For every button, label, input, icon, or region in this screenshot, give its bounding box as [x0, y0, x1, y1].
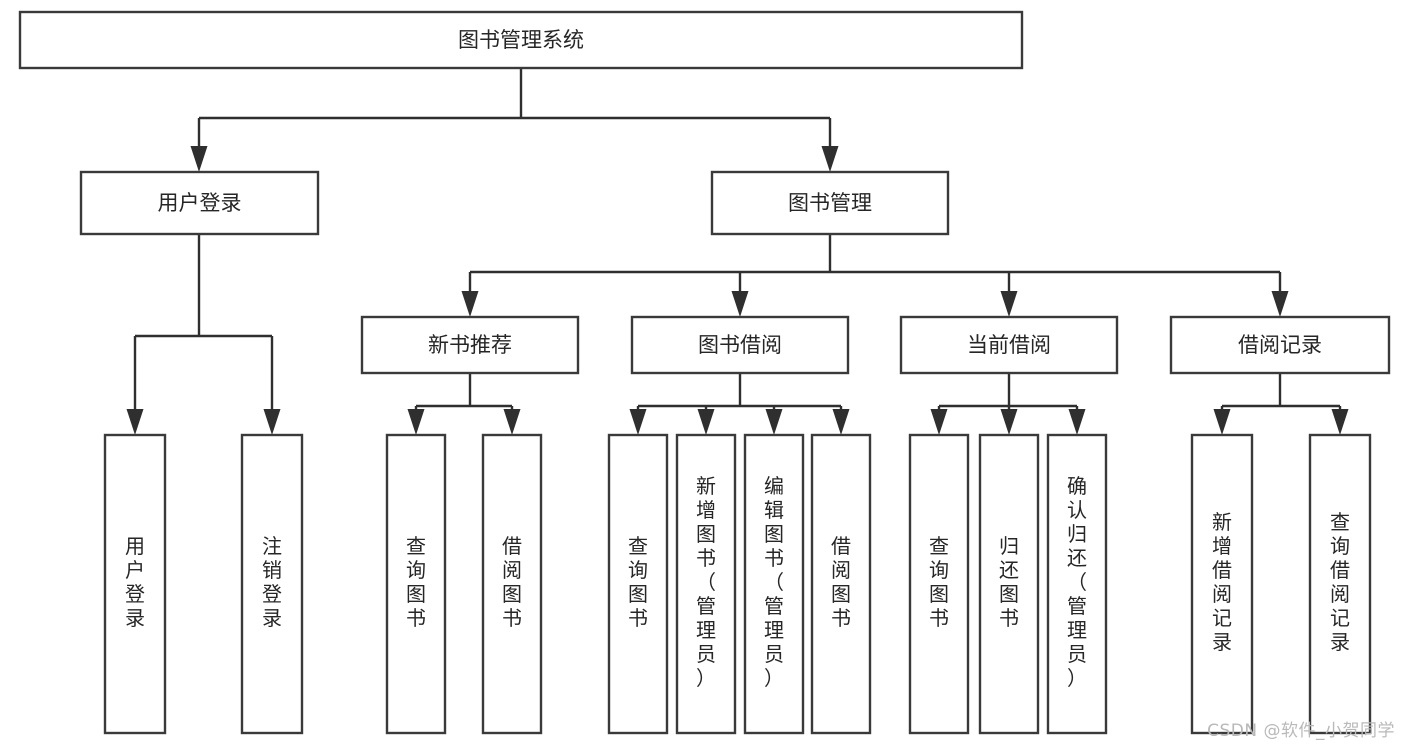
node-label: 查询图书 — [406, 534, 426, 630]
node-label: 确认归还（管理员） — [1067, 474, 1087, 690]
connector-group-图书管理 — [461, 234, 1289, 317]
connector-group-图书借阅 — [629, 373, 850, 435]
node-box[interactable] — [103, 433, 167, 735]
leaf-node-确认归还管理员[interactable]: 确认归还（管理员） — [1046, 433, 1108, 735]
arrow-head-icon — [503, 409, 521, 435]
arrow-head-icon — [190, 146, 208, 172]
leaf-node-查询图书[interactable]: 查询图书 — [385, 433, 447, 735]
arrow-head-icon — [126, 409, 144, 435]
node-box[interactable] — [240, 433, 304, 735]
root-node-图书管理系统[interactable]: 图书管理系统 — [18, 10, 1024, 70]
connector-group-新书推荐 — [407, 373, 521, 435]
node-label: 借阅图书 — [502, 534, 522, 630]
arrow-head-icon — [697, 409, 715, 435]
node-box[interactable] — [481, 433, 543, 735]
connector-group-借阅记录 — [1213, 373, 1349, 435]
arrow-head-icon — [1271, 291, 1289, 317]
node-box[interactable] — [675, 433, 737, 735]
arrow-head-icon — [821, 146, 839, 172]
node-box[interactable] — [1046, 433, 1108, 735]
leaf-node-注销登录[interactable]: 注销登录 — [240, 433, 304, 735]
connector-layer — [126, 68, 1349, 435]
node-label: 图书管理系统 — [458, 28, 584, 52]
connector-group-用户登录 — [126, 234, 281, 435]
branch-node-用户登录[interactable]: 用户登录 — [79, 170, 320, 236]
node-label: 新增借阅记录 — [1212, 510, 1232, 654]
leaf-node-新增借阅记录[interactable]: 新增借阅记录 — [1190, 433, 1254, 735]
node-box[interactable] — [630, 315, 850, 375]
connector-group-当前借阅 — [930, 373, 1086, 435]
arrow-head-icon — [1331, 409, 1349, 435]
arrow-head-icon — [1000, 291, 1018, 317]
branch-node-新书推荐[interactable]: 新书推荐 — [360, 315, 580, 375]
leaf-node-借阅图书[interactable]: 借阅图书 — [810, 433, 872, 735]
node-box[interactable] — [607, 433, 669, 735]
node-box[interactable] — [899, 315, 1119, 375]
node-box[interactable] — [360, 315, 580, 375]
node-label: 图书借阅 — [698, 333, 782, 357]
node-label: 借阅图书 — [831, 534, 851, 630]
node-label: 借阅记录 — [1238, 333, 1322, 357]
leaf-node-用户登录[interactable]: 用户登录 — [103, 433, 167, 735]
node-label: 当前借阅 — [967, 333, 1051, 357]
node-label: 注销登录 — [262, 534, 282, 630]
node-box[interactable] — [79, 170, 320, 236]
node-label: 新增图书（管理员） — [696, 474, 716, 690]
arrow-head-icon — [930, 409, 948, 435]
node-box[interactable] — [1190, 433, 1254, 735]
node-box[interactable] — [1308, 433, 1372, 735]
leaf-node-查询借阅记录[interactable]: 查询借阅记录 — [1308, 433, 1372, 735]
node-box[interactable] — [978, 433, 1040, 735]
node-label: 归还图书 — [999, 534, 1019, 630]
arrow-head-icon — [765, 409, 783, 435]
arrow-head-icon — [731, 291, 749, 317]
leaf-node-查询图书[interactable]: 查询图书 — [908, 433, 970, 735]
node-box[interactable] — [710, 170, 950, 236]
node-box[interactable] — [908, 433, 970, 735]
node-label: 查询图书 — [628, 534, 648, 630]
leaf-node-归还图书[interactable]: 归还图书 — [978, 433, 1040, 735]
arrow-head-icon — [461, 291, 479, 317]
node-label: 查询图书 — [929, 534, 949, 630]
arrow-head-icon — [832, 409, 850, 435]
arrow-head-icon — [263, 409, 281, 435]
branch-node-图书管理[interactable]: 图书管理 — [710, 170, 950, 236]
node-layer: 图书管理系统用户登录图书管理新书推荐图书借阅当前借阅借阅记录用户登录注销登录查询… — [18, 10, 1391, 735]
arrow-head-icon — [1213, 409, 1231, 435]
arrow-head-icon — [407, 409, 425, 435]
branch-node-图书借阅[interactable]: 图书借阅 — [630, 315, 850, 375]
arrow-head-icon — [1000, 409, 1018, 435]
branch-node-当前借阅[interactable]: 当前借阅 — [899, 315, 1119, 375]
arrow-head-icon — [629, 409, 647, 435]
csdn-watermark: CSDN @软件_小贺同学 — [1207, 721, 1395, 741]
leaf-node-借阅图书[interactable]: 借阅图书 — [481, 433, 543, 735]
node-label: 图书管理 — [788, 191, 872, 215]
branch-node-借阅记录[interactable]: 借阅记录 — [1169, 315, 1391, 375]
node-label: 用户登录 — [158, 191, 242, 215]
node-label: 编辑图书（管理员） — [764, 474, 784, 690]
leaf-node-新增图书管理员[interactable]: 新增图书（管理员） — [675, 433, 737, 735]
node-box[interactable] — [1169, 315, 1391, 375]
node-box[interactable] — [18, 10, 1024, 70]
node-label: 新书推荐 — [428, 333, 512, 357]
node-label: 用户登录 — [125, 534, 145, 630]
node-label: 查询借阅记录 — [1330, 510, 1350, 654]
node-box[interactable] — [743, 433, 805, 735]
node-box[interactable] — [385, 433, 447, 735]
leaf-node-查询图书[interactable]: 查询图书 — [607, 433, 669, 735]
arrow-head-icon — [1068, 409, 1086, 435]
node-box[interactable] — [810, 433, 872, 735]
connector-group-图书管理系统 — [190, 68, 839, 172]
leaf-node-编辑图书管理员[interactable]: 编辑图书（管理员） — [743, 433, 805, 735]
